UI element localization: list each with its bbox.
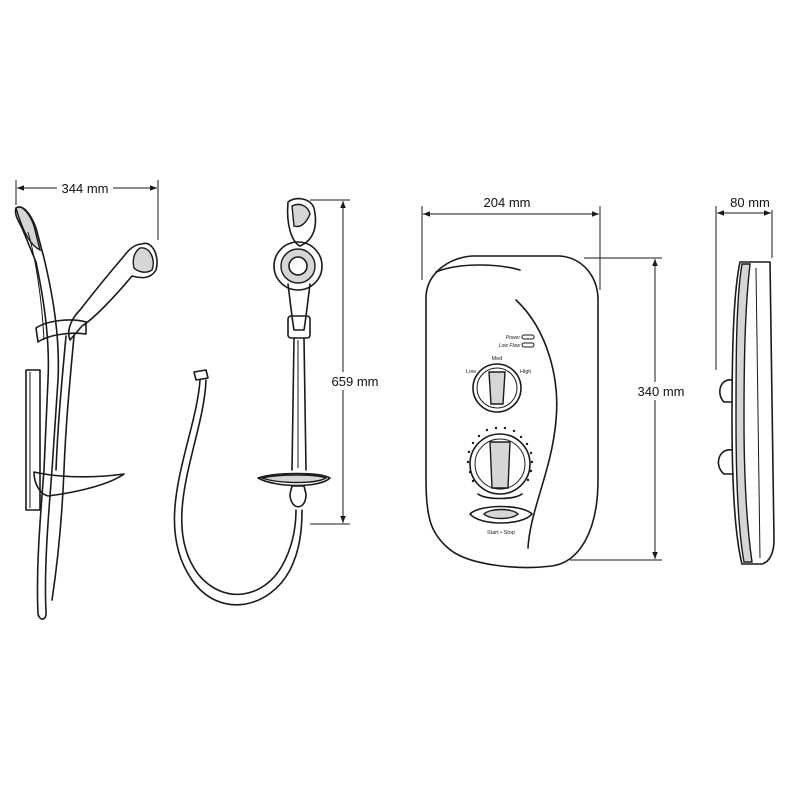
dim-label-659: 659 mm (332, 374, 379, 389)
riser-kit-side-view (14, 206, 158, 620)
dim-label-80: 80 mm (730, 195, 770, 210)
riser-kit-front-view (257, 197, 331, 508)
med-label: Med (492, 356, 503, 362)
high-label: High (520, 369, 531, 375)
shower-hose (173, 369, 303, 606)
power-label: Power (506, 335, 521, 341)
dimension-204mm: 204 mm (421, 195, 601, 290)
low-label: Low (466, 369, 476, 375)
shower-unit-side-view (717, 261, 775, 565)
dimension-80mm: 80 mm (715, 194, 780, 370)
dimension-659mm: 659 mm (310, 199, 382, 525)
dimension-344mm: 344 mm (15, 180, 159, 240)
dimension-340mm: 340 mm (570, 257, 692, 561)
dim-label-204: 204 mm (484, 195, 531, 210)
low-flow-label: Low Flow (499, 343, 521, 349)
dim-label-340: 340 mm (638, 384, 685, 399)
start-stop-label: Start • Stop (487, 530, 515, 536)
temperature-knob[interactable] (466, 426, 534, 500)
temperature-scale-dots (466, 426, 534, 483)
shower-unit-front-view: Power Low Flow Low Med High (425, 255, 599, 569)
indicator-lights: Power Low Flow (499, 334, 535, 349)
start-stop-button[interactable]: Start • Stop (469, 505, 533, 537)
dim-label-344: 344 mm (62, 181, 109, 196)
power-selector-knob[interactable]: Low Med High (466, 356, 531, 413)
